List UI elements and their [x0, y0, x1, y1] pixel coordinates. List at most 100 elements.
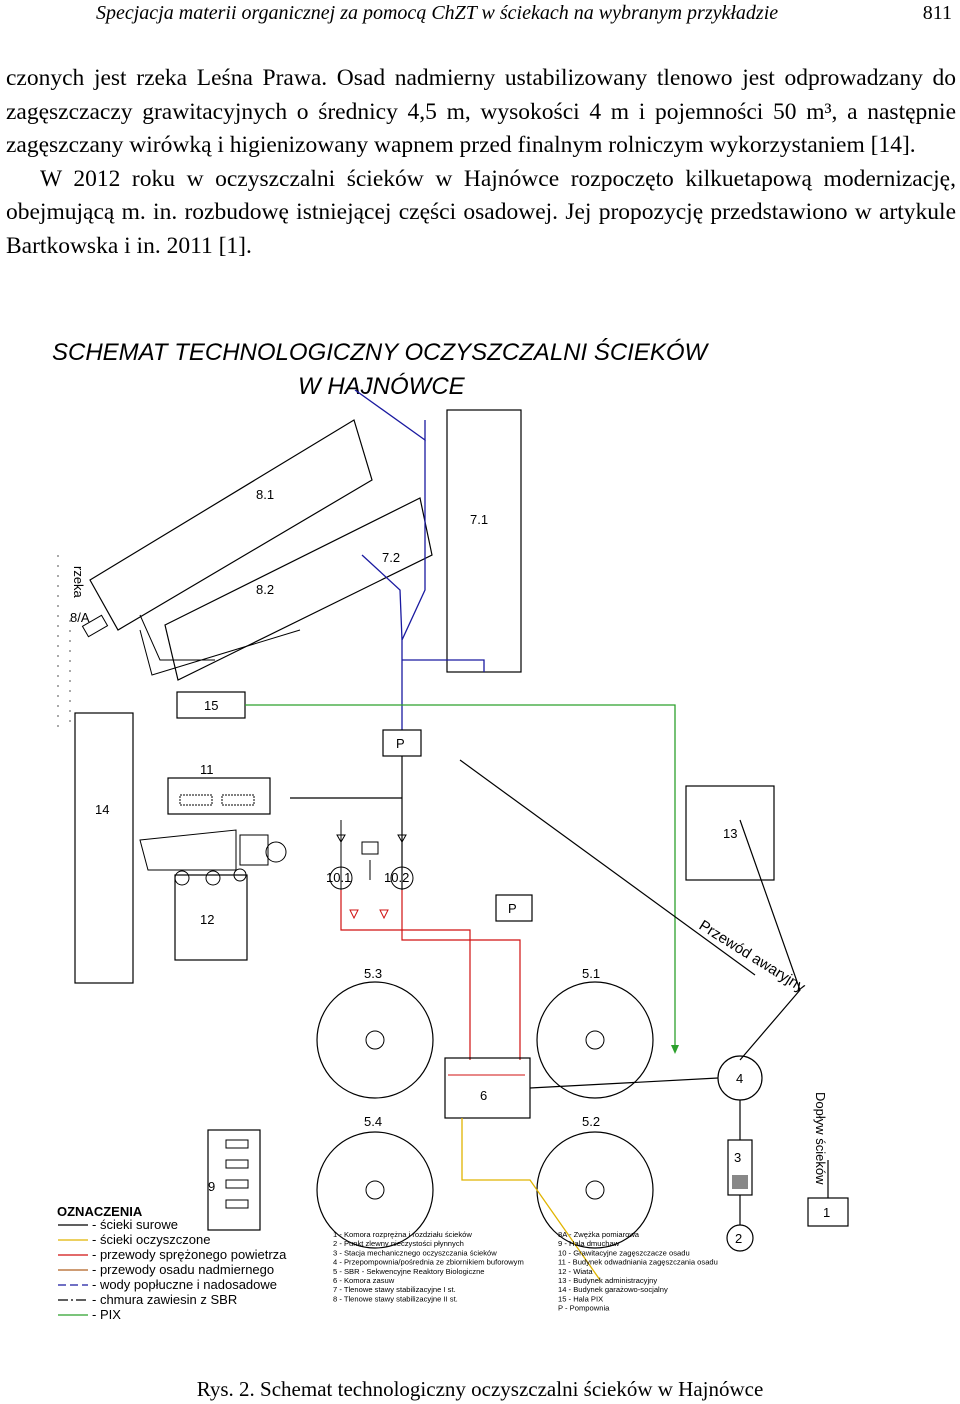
emergency-pipe — [739, 819, 801, 1061]
treated-line-out — [461, 1150, 601, 1281]
legend-title: OZNACZENIA — [57, 1204, 143, 1219]
key-item: 10 - Grawitacyjne zagęszczacze osadu — [558, 1248, 690, 1257]
pix-line — [245, 704, 676, 1050]
label-9: 9 — [208, 1179, 215, 1194]
legend-item-label: - przewody osadu nadmiernego — [92, 1262, 274, 1277]
key-item: 11 - Budynek odwadniania zagęszczania os… — [558, 1258, 718, 1267]
wash-line-c — [361, 554, 403, 641]
label-4: 4 — [736, 1071, 743, 1086]
label-5-1: 5.1 — [582, 966, 600, 981]
thickener-10-2 — [390, 866, 414, 890]
legend-item-label: - PIX — [92, 1307, 121, 1322]
key-item: P - Pompownia — [558, 1304, 610, 1313]
mixer-icon — [585, 1030, 605, 1050]
key-item: 14 - Budynek garażowo-socjalny — [558, 1285, 668, 1294]
flow-measure-8a — [81, 614, 109, 638]
thickener-10-1 — [329, 866, 353, 890]
label-p-top: P — [396, 736, 405, 751]
process-scheme-figure: SCHEMAT TECHNOLOGICZNY OCZYSZCZALNI ŚCIE… — [0, 330, 960, 1350]
label-14: 14 — [95, 802, 109, 817]
raw-line-4-6 — [529, 1077, 719, 1089]
label-13: 13 — [723, 826, 737, 841]
building-12 — [174, 874, 248, 961]
process-scheme-diagram: SCHEMAT TECHNOLOGICZNY OCZYSZCZALNI ŚCIE… — [52, 338, 849, 1322]
air-line-a — [340, 890, 471, 1060]
truck-wheel-1 — [174, 870, 190, 886]
label-7-1: 7.1 — [470, 512, 488, 527]
label-5-3: 5.3 — [364, 966, 382, 981]
mixer-icon — [365, 1030, 385, 1050]
valve-chamber-6 — [444, 1057, 531, 1119]
legend-item-label: - wody popłuczne i nadosadowe — [92, 1277, 277, 1292]
legend-item-label: - ścieki surowe — [92, 1217, 178, 1232]
key-item: 8A - Zwężka pomiarowa — [558, 1230, 640, 1239]
legend-item-label: - przewody sprężonego powietrza — [92, 1247, 287, 1262]
body-text: czonych jest rzeka Leśna Prawa. Osad nad… — [6, 62, 956, 263]
discharge-point-2 — [726, 1224, 754, 1252]
centrifuge-2 — [221, 794, 255, 806]
screen-icon — [732, 1175, 748, 1189]
valve-b — [397, 834, 407, 844]
running-head-title: Specjacja materii organicznej za pomocą … — [96, 2, 779, 24]
running-head: Specjacja materii organicznej za pomocą … — [96, 2, 956, 28]
key-item: 4 - Przepompownia/pośrednia ze zbiorniki… — [333, 1258, 524, 1267]
figure-title-line1: SCHEMAT TECHNOLOGICZNY OCZYSZCZALNI ŚCIE… — [52, 338, 710, 366]
truck-trailer — [139, 829, 237, 871]
blower-4 — [225, 1199, 249, 1209]
wash-line-b — [401, 440, 426, 730]
label-8-1: 8.1 — [256, 487, 274, 502]
label-p-mid: P — [508, 901, 517, 916]
valve-box — [361, 841, 379, 855]
label-1: 1 — [823, 1205, 830, 1220]
air-valve-1 — [349, 909, 359, 920]
key-item: 9 - Hala dmuchaw — [558, 1239, 620, 1248]
blower-3 — [225, 1179, 249, 1189]
label-7-2: 7.2 — [382, 550, 400, 565]
pix-arrow — [671, 1045, 679, 1054]
key-item: 2 - Punkt zlewny nieczystości płynnych — [333, 1239, 464, 1248]
blower-2 — [225, 1159, 249, 1169]
building-13 — [685, 785, 775, 881]
pond-7-1 — [446, 409, 522, 673]
key-item: 3 - Stacja mechanicznego oczyszczania śc… — [333, 1248, 497, 1257]
label-12: 12 — [200, 912, 214, 927]
label-11: 11 — [200, 762, 214, 777]
figure-title-line2: W HAJNÓWCE — [298, 373, 466, 400]
pond-8-1 — [89, 419, 373, 631]
sbr-5-1 — [536, 981, 654, 1099]
building-11 — [167, 777, 271, 815]
paragraph-2: W 2012 roku w oczyszczalni ścieków w Haj… — [6, 165, 956, 259]
figure-caption: Rys. 2. Schemat technologiczny oczyszcza… — [196, 1377, 764, 1401]
mixer-icon — [365, 1180, 385, 1200]
truck-wheel-2 — [205, 870, 221, 886]
label-15: 15 — [204, 698, 218, 713]
blower-hall-9 — [207, 1129, 261, 1231]
label-10-1: 10.1 — [326, 870, 351, 885]
tractor-cab — [239, 834, 269, 866]
label-10-2: 10.2 — [384, 870, 409, 885]
mixer-icon — [585, 1180, 605, 1200]
label-5-2: 5.2 — [582, 1114, 600, 1129]
key-item: 12 - Wiata — [558, 1267, 593, 1276]
building-14 — [74, 712, 134, 984]
label-doplyw: Dopływ ścieków — [813, 1092, 828, 1185]
label-5-4: 5.4 — [364, 1114, 382, 1129]
pond-channel-2 — [139, 629, 301, 676]
label-8a: 8/A — [70, 610, 90, 625]
label-3: 3 — [734, 1150, 741, 1165]
pump-station-mid — [495, 894, 533, 922]
blower-1 — [225, 1139, 249, 1149]
key-item: 5 - SBR - Sekwencyjne Reaktory Biologicz… — [333, 1267, 485, 1276]
legend-item-label: - chmura zawiesin z SBR — [92, 1292, 237, 1307]
legend: - ścieki surowe- ścieki oczyszczone- prz… — [58, 1217, 287, 1322]
key-item: 13 - Budynek administracyjny — [558, 1276, 657, 1285]
key-item: 6 - Komora zasuw — [333, 1276, 395, 1285]
paragraph-1: czonych jest rzeka Leśna Prawa. Osad nad… — [6, 65, 956, 158]
air-line-b — [401, 890, 521, 1060]
sbr-5-4 — [316, 1131, 434, 1249]
key-item: 1 - Komora rozprężna i rozdziału ścieków — [333, 1230, 472, 1239]
raw-line-diagonal — [459, 759, 756, 976]
label-przewod-awaryjny: Przewód awaryjny — [696, 917, 809, 996]
label-rzeka: rzeka — [71, 566, 86, 599]
